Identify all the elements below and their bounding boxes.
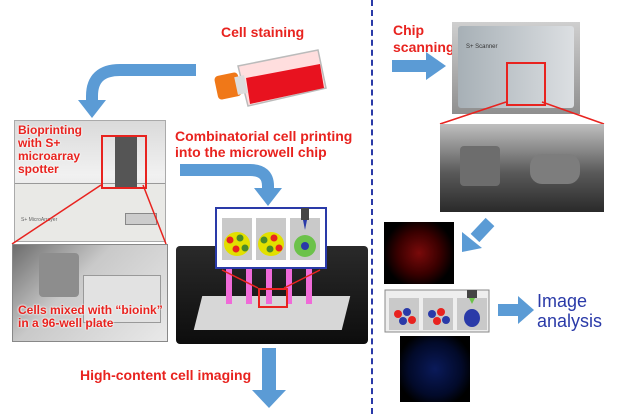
scanner-photo: S+ Scanner xyxy=(452,22,580,114)
scanner-interior-photo xyxy=(440,124,604,212)
cells-mixed-label: Cells mixed with “bioink” in a 96-well p… xyxy=(18,303,163,330)
combinatorial-label: Combinatorial cell printing into the mic… xyxy=(175,128,353,160)
chip-highlight-box xyxy=(258,288,288,308)
red-fluorescence-image xyxy=(384,222,454,284)
scanner-highlight-box xyxy=(506,62,546,106)
bioprinting-label: Bioprinting with S+ microarray spotter xyxy=(18,123,82,176)
well-plate-photo xyxy=(12,244,168,342)
chip-scanning-label: Chip scanning xyxy=(393,22,455,55)
panel-divider xyxy=(371,0,373,414)
blue-fluorescence-image xyxy=(400,336,470,402)
image-analysis-label: Image analysis xyxy=(537,291,603,331)
cell-staining-label: Cell staining xyxy=(221,24,305,40)
microwell-schematic xyxy=(215,207,327,269)
microwell-schematic-right xyxy=(384,289,490,333)
high-content-label: High-content cell imaging xyxy=(80,367,252,383)
bioprinter-highlight-box xyxy=(101,135,147,189)
spotter-brand-text: S+ MicroArrayer xyxy=(21,217,58,223)
culture-flask-image xyxy=(214,49,327,107)
scanner-brand-text: S+ Scanner xyxy=(466,44,498,50)
